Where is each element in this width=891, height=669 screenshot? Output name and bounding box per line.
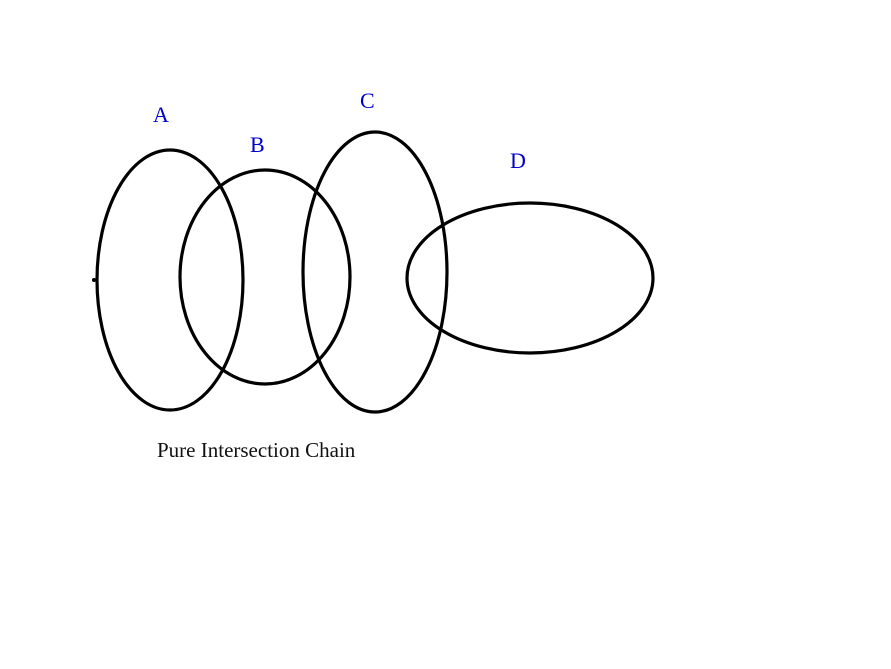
set-label-a: A bbox=[153, 102, 169, 127]
set-label-d: D bbox=[510, 148, 526, 173]
set-ellipse-d bbox=[405, 201, 655, 355]
set-label-b: B bbox=[250, 132, 265, 157]
set-ellipse-a bbox=[95, 148, 245, 412]
set-ellipse-c bbox=[301, 130, 449, 414]
stray-mark bbox=[92, 278, 96, 282]
diagram-caption: Pure Intersection Chain bbox=[157, 438, 356, 462]
set-ellipse-b bbox=[178, 168, 352, 386]
set-label-c: C bbox=[360, 88, 375, 113]
